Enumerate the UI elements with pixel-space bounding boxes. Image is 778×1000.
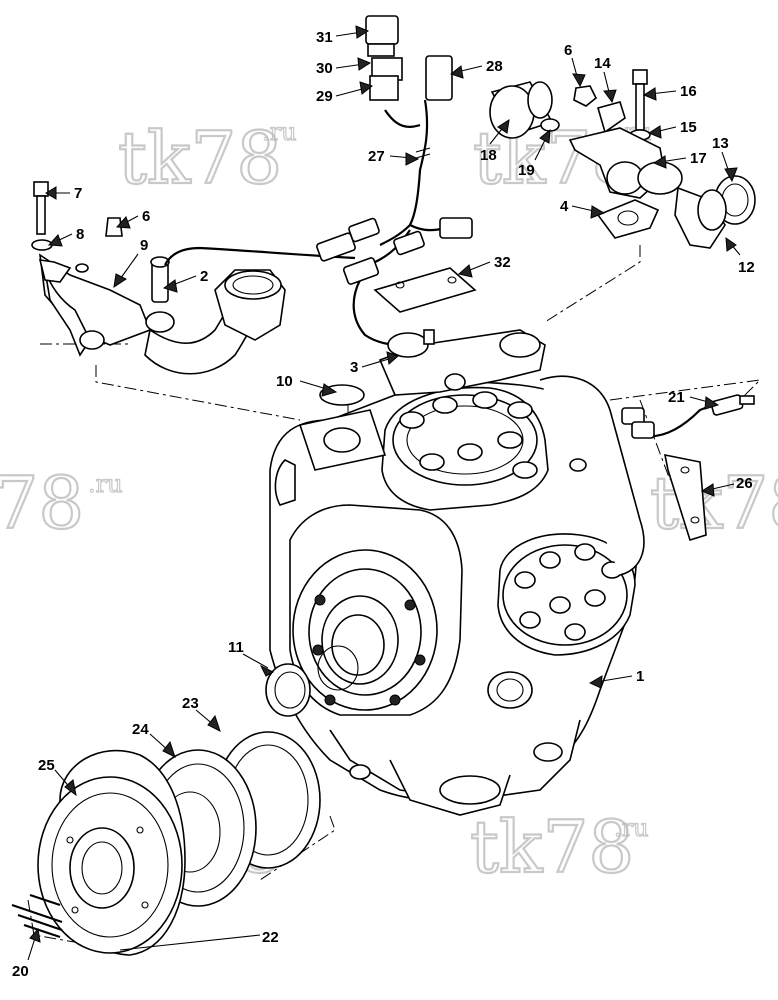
callout-12: 12 xyxy=(738,259,755,276)
arrow-26 xyxy=(700,483,735,497)
shaft-seal-ring xyxy=(265,663,311,717)
callout-15: 15 xyxy=(680,119,697,136)
arrow-18 xyxy=(489,118,510,145)
callout-31: 31 xyxy=(316,29,333,46)
callout-1: 1 xyxy=(636,668,644,685)
callout-11: 11 xyxy=(228,639,244,656)
arrow-24 xyxy=(149,733,176,758)
arrow-11 xyxy=(242,653,275,677)
leader-arrows xyxy=(27,25,741,961)
callout-6: 6 xyxy=(564,42,572,59)
arrow-14 xyxy=(603,71,617,104)
arrow-9 xyxy=(113,253,139,289)
callout-29: 29 xyxy=(316,88,333,105)
arrow-4 xyxy=(571,205,606,219)
callout-14: 14 xyxy=(594,55,611,72)
arrow-20 xyxy=(27,927,41,961)
watermark-text: tk78 xyxy=(470,805,634,889)
arrow-22 xyxy=(119,934,261,951)
head-bolts-side xyxy=(514,543,623,641)
callout-19: 19 xyxy=(518,162,535,179)
watermark-text: tk78 xyxy=(0,461,84,545)
callout-2: 2 xyxy=(200,268,208,285)
watermark-suffix: .ru xyxy=(88,470,123,498)
arrow-1 xyxy=(588,675,633,689)
arrow-17 xyxy=(652,155,687,169)
arrow-19 xyxy=(534,128,551,161)
arrow-8 xyxy=(47,233,73,247)
arrow-15 xyxy=(647,125,677,139)
callout-25: 25 xyxy=(38,757,55,774)
clutch-assembly xyxy=(11,731,321,956)
callout-9: 9 xyxy=(140,237,148,254)
callout-21: 21 xyxy=(668,389,685,406)
callout-7: 7 xyxy=(74,185,82,202)
callout-32: 32 xyxy=(494,254,511,271)
arrow-10 xyxy=(299,380,338,397)
watermark-suffix: .ru xyxy=(262,118,297,146)
arrow-21 xyxy=(689,396,720,410)
watermark-text: tk78 xyxy=(118,116,282,200)
compressor-body xyxy=(269,329,645,816)
callout-18: 18 xyxy=(480,147,497,164)
callout-23: 23 xyxy=(182,695,199,712)
arrow-6a xyxy=(115,215,139,229)
arrow-30 xyxy=(335,57,372,71)
discharge-valve-assembly xyxy=(489,69,756,249)
suction-valve-assembly xyxy=(31,181,286,375)
arrow-2 xyxy=(162,275,197,293)
arrow-28 xyxy=(449,65,483,79)
arrow-23 xyxy=(195,709,221,732)
callout-22: 22 xyxy=(262,929,279,946)
callout-17: 17 xyxy=(690,150,707,167)
callout-labels: 1 2 3 4 6 6 7 8 9 10 11 12 13 14 15 16 1… xyxy=(12,29,755,980)
callout-4: 4 xyxy=(560,198,569,215)
callout-6: 6 xyxy=(142,208,150,225)
arrow-27 xyxy=(389,152,420,166)
arrow-32 xyxy=(457,261,491,278)
arrow-25 xyxy=(54,769,77,797)
callout-10: 10 xyxy=(276,373,293,390)
bracket-26 xyxy=(663,453,707,542)
watermark-suffix: .ru xyxy=(614,814,649,842)
callout-26: 26 xyxy=(736,475,753,492)
arrow-29 xyxy=(335,81,374,97)
callout-30: 30 xyxy=(316,60,333,77)
arrow-31 xyxy=(335,25,370,39)
arrow-13 xyxy=(721,151,738,183)
arrow-7 xyxy=(45,186,70,200)
callout-8: 8 xyxy=(76,226,84,243)
head-bolts-top xyxy=(399,391,538,479)
callout-24: 24 xyxy=(132,721,149,738)
arrow-12 xyxy=(725,236,741,256)
callout-13: 13 xyxy=(712,135,729,152)
callout-20: 20 xyxy=(12,963,29,980)
arrow-16 xyxy=(642,87,677,101)
wiring-harness xyxy=(164,15,477,358)
arrow-6b xyxy=(571,57,586,88)
switch-harness xyxy=(621,394,755,439)
callout-3: 3 xyxy=(350,359,358,376)
callout-27: 27 xyxy=(368,148,385,165)
arrow-3 xyxy=(361,351,399,368)
callout-28: 28 xyxy=(486,58,503,75)
callout-16: 16 xyxy=(680,83,697,100)
